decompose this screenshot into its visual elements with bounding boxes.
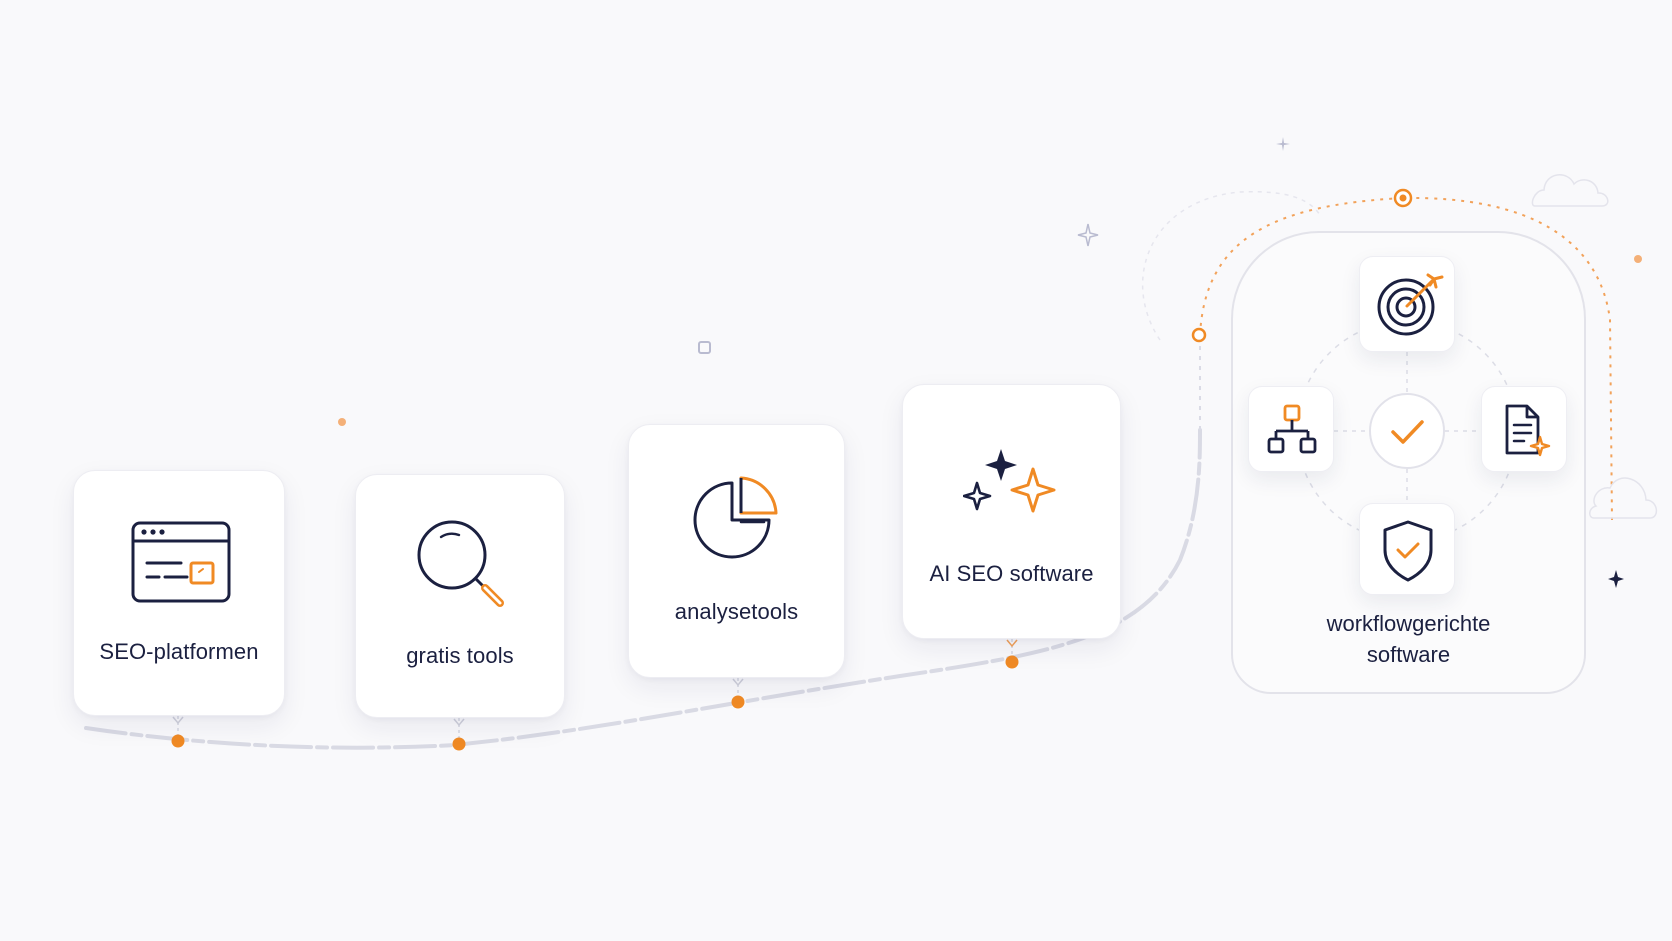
stage-card-seo-platformen: SEO-platformen xyxy=(73,470,285,716)
sparkle-decor-2 xyxy=(1276,137,1290,151)
hub-label: workflowgerichte software xyxy=(1231,608,1586,670)
stage-label: gratis tools xyxy=(406,643,514,668)
path-node-2 xyxy=(452,737,466,751)
sparkle-decor-1 xyxy=(1077,223,1099,247)
sparkles-icon xyxy=(963,449,1056,513)
path-node-4 xyxy=(1005,655,1019,669)
arc-start-node xyxy=(1191,327,1207,343)
target-icon xyxy=(1377,273,1444,336)
target-tile xyxy=(1359,256,1455,352)
square-decor xyxy=(698,341,711,354)
magnifier-icon xyxy=(417,520,504,607)
dot-decor-1 xyxy=(338,418,346,426)
checkmark-icon xyxy=(1391,420,1424,444)
journey-path xyxy=(84,428,1202,750)
dot-decor-2 xyxy=(1634,255,1642,263)
stage-label: analysetools xyxy=(674,599,799,624)
path-node-3 xyxy=(731,695,745,709)
orange-arc xyxy=(1199,196,1613,521)
hub-label-line1: workflowgerichte xyxy=(1326,611,1491,636)
stage-card-analysetools: analysetools xyxy=(628,424,845,678)
hub-label-line2: software xyxy=(1366,642,1451,667)
document-sparkle-icon xyxy=(1505,404,1551,457)
stage-card-ai-seo-software: AI SEO software xyxy=(902,384,1121,639)
checkmark-circle xyxy=(1369,393,1445,469)
org-chart-icon xyxy=(1267,404,1317,454)
sparkle-decor-3 xyxy=(1608,570,1624,588)
cloud-decor-2 xyxy=(1589,477,1658,519)
document-tile xyxy=(1481,386,1567,472)
path-node-1 xyxy=(171,734,185,748)
stage-card-gratis-tools: gratis tools xyxy=(355,474,565,718)
arc-top-node-core xyxy=(1399,194,1407,202)
browser-window-icon xyxy=(131,521,231,603)
shield-tile xyxy=(1359,503,1455,595)
stage-label: AI SEO software xyxy=(929,561,1094,586)
cloud-decor-1 xyxy=(1531,174,1609,207)
org-chart-tile xyxy=(1248,386,1334,472)
shield-check-icon xyxy=(1383,520,1433,582)
pie-chart-icon xyxy=(693,476,778,559)
stage-label: SEO-platformen xyxy=(99,639,259,664)
